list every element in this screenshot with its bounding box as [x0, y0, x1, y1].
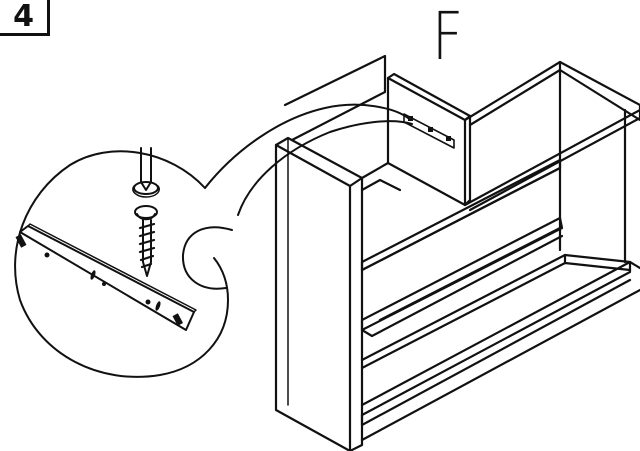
detail-circle	[14, 150, 229, 378]
cabinet-top	[463, 60, 640, 127]
callout-leader-upper	[204, 103, 409, 189]
cabinet-shelf-middle	[360, 216, 564, 332]
step-number-badge: 4	[0, 0, 50, 36]
screwdriver-icon	[132, 147, 160, 198]
panel-f	[283, 54, 387, 142]
screw-icon	[134, 205, 158, 277]
detail-magnifier	[14, 103, 413, 378]
cabinet-shelf-lower	[360, 253, 640, 362]
part-label-f: F	[432, 0, 464, 75]
metal-bracket	[15, 223, 197, 331]
detail-arc	[181, 226, 233, 290]
cabinet	[274, 54, 640, 451]
step-number: 4	[13, 0, 34, 34]
